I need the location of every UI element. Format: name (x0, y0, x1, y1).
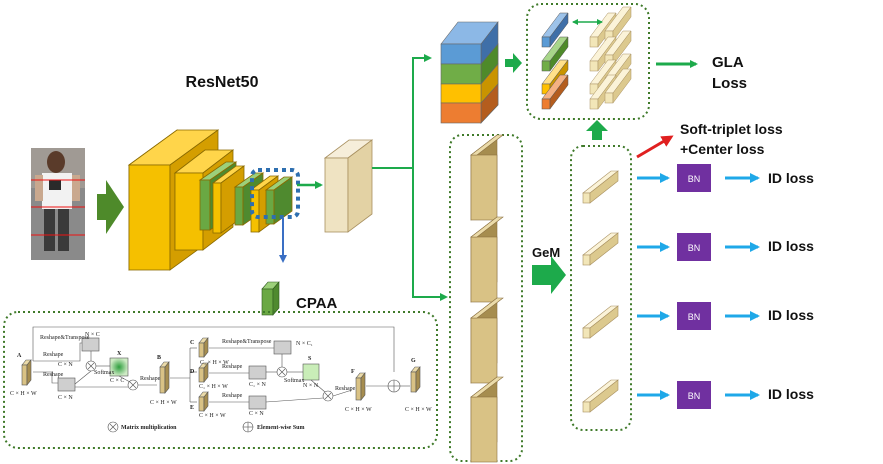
gla-loss-label: Loss (712, 75, 747, 92)
resnet50-backbone (127, 129, 294, 271)
cpaa-detail (21, 326, 421, 433)
triplet-loss-label: Soft-triplet loss (680, 121, 783, 137)
id-branch-4: BN ID loss (637, 381, 814, 409)
dim-label: C × N (249, 411, 264, 417)
bn-label: BN (688, 391, 701, 401)
stack-to-gla-arrow (505, 53, 522, 73)
triplet-arrow (636, 135, 674, 159)
dim-label: N × C (85, 332, 100, 338)
cpaa-label: CPAA (296, 295, 338, 312)
dim-label: C × H × W (405, 407, 432, 413)
tensor-x-label: X (117, 351, 122, 357)
dim-label: C × H × W (345, 407, 372, 413)
id-branch-3: BN ID loss (637, 302, 814, 330)
dim-label: C × H × W (10, 391, 37, 397)
tensor-e-label: E (190, 405, 194, 411)
backbone-label: ResNet50 (186, 74, 259, 91)
legend-mult-label: Matrix multiplication (121, 425, 177, 431)
bn-label: BN (688, 174, 701, 184)
bn-box (677, 164, 711, 192)
center-loss-label: +Center loss (680, 141, 765, 157)
tensor-f-label: F (351, 369, 355, 375)
dim-label: C × C (110, 378, 124, 384)
legend-sum-label: Element-wise Sum (257, 425, 305, 431)
softmax-label: Softmax (94, 369, 114, 376)
dim-label: C₁ × H × W (200, 360, 229, 366)
tensor-d-label: D (190, 369, 195, 375)
tensor-b-label: B (157, 355, 161, 361)
id-loss-label: ID loss (768, 170, 814, 186)
pooled-box (570, 145, 632, 431)
dim-label: C × H × W (150, 400, 177, 406)
dim-label: C × H × W (199, 413, 226, 419)
reshape-transpose-label: Reshape&Transpose (222, 339, 272, 345)
part-features (470, 134, 504, 463)
parts-to-gla-arrow (586, 120, 608, 140)
cpaa-block (261, 281, 280, 316)
gla-label: GLA (712, 54, 744, 71)
bn-label: BN (688, 312, 701, 322)
reshape-label: Reshape (222, 364, 243, 370)
gla-cream-parts (589, 6, 632, 110)
tensor-c-label: C (190, 340, 194, 346)
colored-stack (440, 21, 499, 124)
cpaa-detail-box (3, 311, 438, 449)
cpaa-detail-text: A C × H × W Reshape&Transpose N × C Resh… (10, 332, 432, 431)
bn-label: BN (688, 243, 701, 253)
bn-box (677, 381, 711, 409)
dim-label: C × N (58, 395, 73, 401)
softmax-label: Softmax (284, 377, 304, 384)
tensor-g-label: G (411, 358, 416, 364)
bn-box (677, 233, 711, 261)
output-feature-map (323, 139, 374, 233)
id-branch-1: BN ID loss (637, 164, 814, 192)
id-branch-2: BN ID loss (637, 233, 814, 261)
input-person-image (31, 148, 85, 260)
reshape-transpose-label: Reshape&Transpose (40, 335, 90, 341)
tensor-a-label: A (17, 353, 22, 359)
gem-label: GeM (532, 245, 560, 260)
dim-label: N × N (303, 383, 319, 389)
gem-arrow (532, 256, 566, 294)
id-loss-label: ID loss (768, 238, 814, 254)
id-loss-label: ID loss (768, 307, 814, 323)
reshape-label: Reshape (222, 393, 243, 399)
pooled-vectors (582, 170, 619, 413)
gla-box (526, 3, 650, 120)
id-loss-label: ID loss (768, 386, 814, 402)
dim-label: C₁ × H × W (199, 384, 228, 390)
reshape-label: Reshape (140, 376, 161, 382)
input-arrow (97, 180, 124, 234)
tensor-s-label: S (308, 356, 312, 362)
branch-lines (372, 54, 448, 301)
dim-label: C₁ × N (249, 382, 266, 388)
reshape-label: Reshape (43, 372, 64, 378)
dim-label: N × C₁ (296, 341, 313, 347)
dim-label: C × N (58, 362, 73, 368)
cpaa-focus-box (250, 168, 300, 219)
reshape-label: Reshape (335, 386, 356, 392)
reshape-label: Reshape (43, 352, 64, 358)
bn-box (677, 302, 711, 330)
gla-colored-parts (541, 12, 569, 110)
